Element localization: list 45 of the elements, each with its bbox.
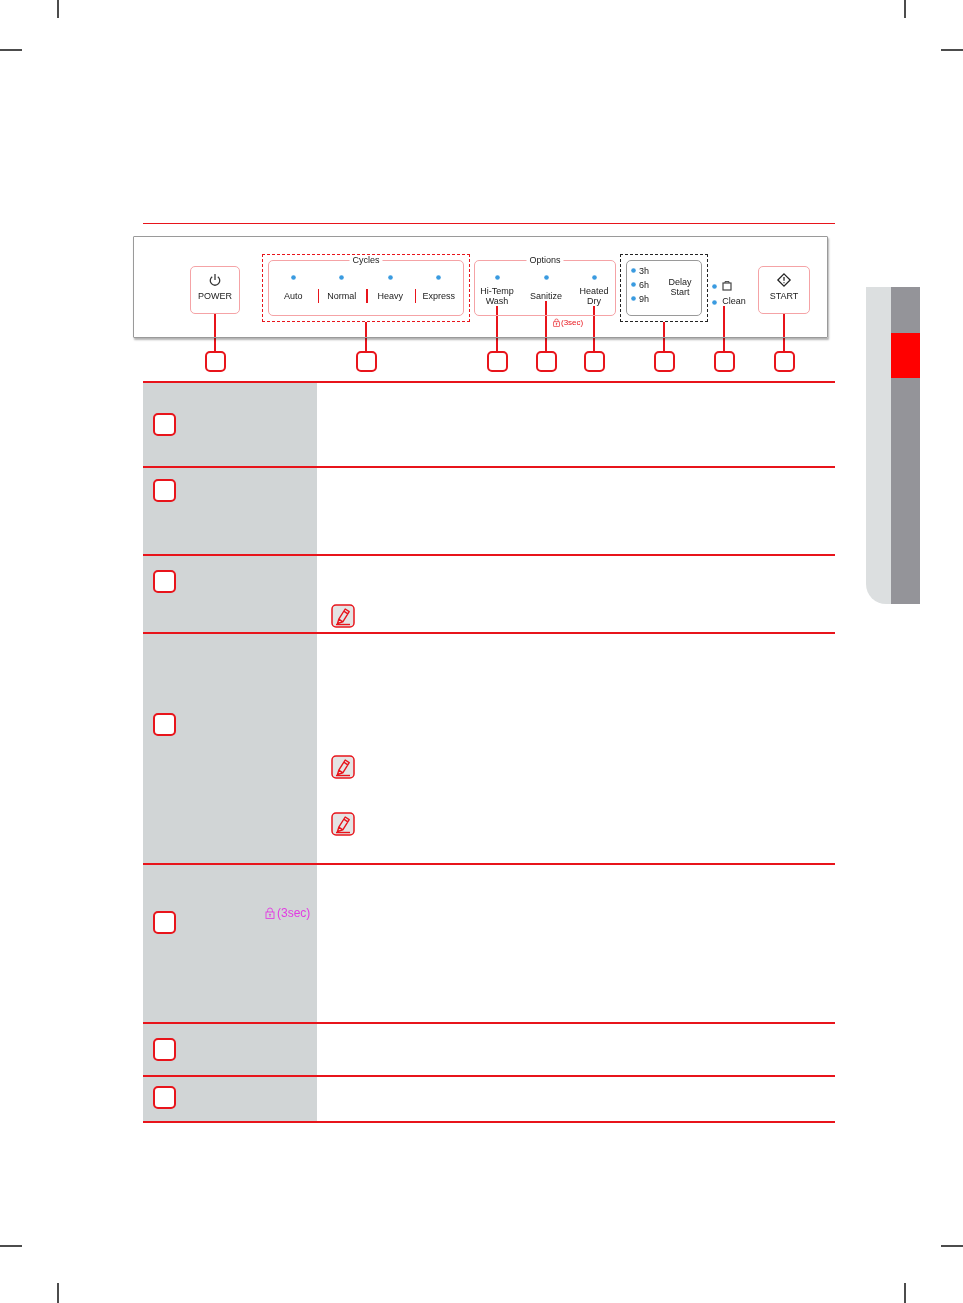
option-label: Sanitize <box>523 291 569 301</box>
cycle-label: Heavy <box>376 291 404 301</box>
hold-time-label: (3sec) <box>561 318 584 327</box>
hour-label: 3h <box>639 265 649 276</box>
delay-start-panel <box>626 260 702 316</box>
callout-box <box>535 351 557 372</box>
leader-line <box>214 313 216 352</box>
hour-label: 9h <box>639 293 649 304</box>
cycle-label: Normal <box>326 291 358 301</box>
leader-line <box>365 321 367 352</box>
leader-line <box>783 313 785 352</box>
callout-box <box>713 351 735 372</box>
indicator-label: Clean <box>719 296 749 306</box>
power-button: POWER <box>190 266 240 314</box>
callout-box <box>355 351 377 372</box>
leader-line <box>593 305 595 352</box>
panel-heading: Options <box>526 255 564 265</box>
cycle-label: Express <box>421 291 456 301</box>
hour-label: 6h <box>639 279 649 290</box>
dashed-frame <box>262 254 470 322</box>
callout-box <box>153 413 176 436</box>
hold-time-label: (3sec) <box>277 906 311 920</box>
option-label: Heated Dry <box>572 286 616 306</box>
leader-line <box>723 305 725 352</box>
leader-line <box>496 305 498 352</box>
callout-box <box>153 1038 176 1061</box>
callout-box <box>583 351 605 372</box>
callout-box <box>653 351 675 372</box>
option-label: Hi-Temp Wash <box>475 286 519 306</box>
panel-label: Delay Start <box>667 277 693 297</box>
leader-line <box>663 321 665 352</box>
callout-box <box>153 479 176 502</box>
callout-box <box>153 1086 176 1109</box>
callout-box <box>153 570 176 593</box>
start-button: START <box>758 266 810 314</box>
callout-box <box>153 713 176 736</box>
control-panel <box>133 236 828 338</box>
callout-box <box>204 351 226 372</box>
panel-heading: Cycles <box>349 255 383 265</box>
callout-box <box>153 911 176 934</box>
cycle-label: Auto <box>283 291 304 301</box>
callout-box <box>486 351 508 372</box>
dashed-frame <box>620 254 708 322</box>
leader-line <box>545 300 547 352</box>
callout-box <box>773 351 795 372</box>
